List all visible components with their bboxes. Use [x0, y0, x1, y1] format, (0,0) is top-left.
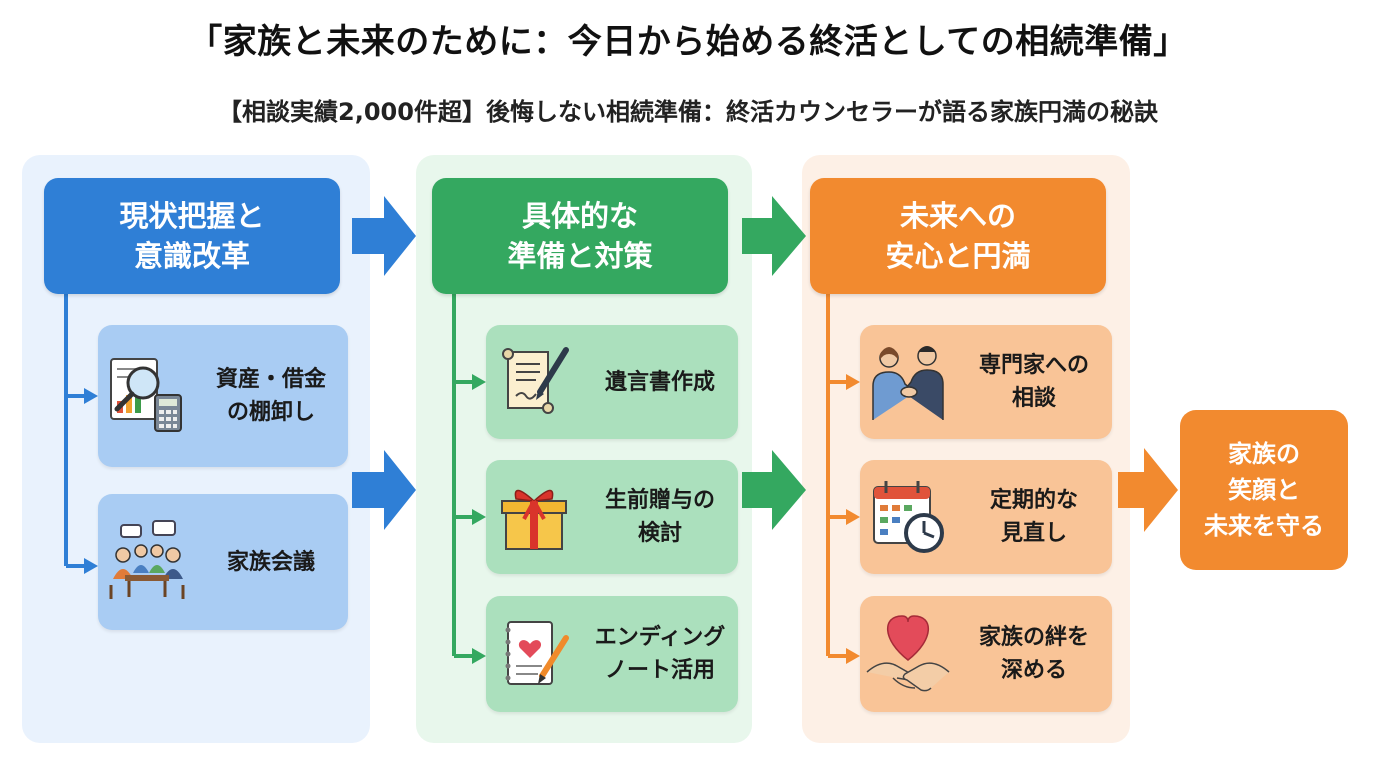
stage2-header: 具体的な 準備と対策: [432, 178, 728, 294]
stage2-to-stage3-arrow-lower: [742, 450, 806, 530]
stage3-branch-arrow: [846, 509, 860, 525]
stage1-to-stage2-arrow: [352, 196, 416, 276]
stage3-connector: [826, 294, 848, 658]
family-meeting-icon: [98, 514, 194, 610]
step-label: 定期的な 見直し: [989, 488, 1078, 546]
step-label: エンディング ノート活用: [594, 625, 726, 683]
stage2-branch-arrow: [472, 509, 486, 525]
stage3-header: 未来への 安心と円満: [810, 178, 1106, 294]
stage2-branch-arrow: [472, 648, 486, 664]
step-family-meeting: 家族会議: [98, 494, 348, 630]
step-asset-inventory: 資産・借金 の棚卸し: [98, 325, 348, 467]
step-label: 家族の絆を 深める: [978, 625, 1089, 683]
stage3-branch-arrow: [846, 648, 860, 664]
handshake-people-icon: [860, 334, 956, 430]
stage1-branch-arrow: [84, 388, 98, 404]
stage3-to-goal-arrow: [1118, 448, 1178, 532]
stage1-header: 現状把握と 意識改革: [44, 178, 340, 294]
stage3-branch-arrow: [846, 374, 860, 390]
stage1-connector: [64, 294, 86, 568]
step-lifetime-gift: 生前贈与の 検討: [486, 460, 738, 574]
step-ending-note: エンディング ノート活用: [486, 596, 738, 712]
step-label: 生前贈与の 検討: [604, 488, 715, 546]
step-will-writing: 遺言書作成: [486, 325, 738, 439]
page-title: 「家族と未来のために：今日から始める終活としての相続準備」: [188, 22, 1188, 62]
step-label: 遺言書作成: [604, 369, 715, 395]
step-expert-consult: 専門家への 相談: [860, 325, 1112, 439]
stage1-to-stage2-arrow-lower: [352, 450, 416, 530]
goal-box: 家族の 笑顔と 未来を守る: [1180, 410, 1348, 570]
step-family-bond: 家族の絆を 深める: [860, 596, 1112, 712]
calendar-clock-icon: [860, 469, 956, 565]
step-label: 資産・借金 の棚卸し: [215, 367, 326, 425]
gift-box-icon: [486, 469, 582, 565]
scroll-pen-icon: [486, 334, 582, 430]
step-periodic-review: 定期的な 見直し: [860, 460, 1112, 574]
step-label: 専門家への 相談: [978, 353, 1089, 411]
step-label: 家族会議: [226, 549, 315, 575]
page-subtitle: 【相談実績2,000件超】後悔しない相続準備：終活カウンセラーが語る家族円満の秘…: [218, 98, 1158, 126]
document-magnifier-calculator-icon: [98, 348, 194, 444]
stage2-connector: [452, 294, 474, 658]
heart-hands-icon: [860, 606, 956, 702]
stage1-branch-arrow: [84, 558, 98, 574]
notebook-heart-icon: [486, 606, 582, 702]
stage2-to-stage3-arrow: [742, 196, 806, 276]
stage2-branch-arrow: [472, 374, 486, 390]
